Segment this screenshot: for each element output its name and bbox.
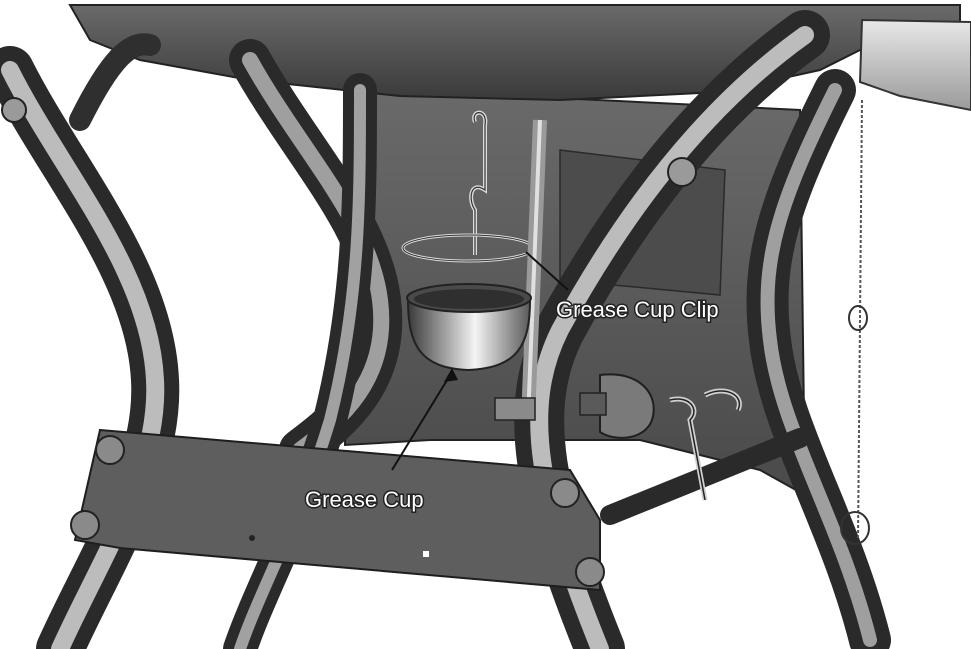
grease-cup [406, 299, 532, 372]
knob-icon [599, 373, 655, 439]
front-cross-plate [73, 428, 601, 592]
bolt-icon [95, 435, 125, 465]
bolt-icon [550, 478, 580, 508]
leg-bolt-icon [1, 97, 27, 123]
label-grease-cup: Grease Cup [305, 487, 424, 512]
bolt-icon [70, 510, 100, 540]
bolt-icon [575, 557, 605, 587]
leg-bolt-icon [667, 157, 697, 187]
label-grease-cup-clip-outline: Grease Cup Clip [556, 297, 719, 322]
chain [857, 99, 863, 541]
knob-stem [579, 392, 607, 416]
chain-ring [840, 511, 870, 545]
side-shelf [858, 18, 971, 112]
plate-rivet [423, 551, 429, 557]
grease-tube-fitting [494, 397, 536, 421]
chain-ring [848, 305, 868, 331]
left-handle-hook [69, 33, 161, 131]
rear-cross-bar [600, 428, 810, 525]
arrowhead-icon [444, 368, 458, 382]
label-grease-cup-clip: Grease Cup Clip [556, 297, 719, 322]
leader-line-grease-cup-clip [525, 251, 569, 291]
plate-hole [249, 535, 255, 541]
label-grease-cup-outline: Grease Cup [305, 487, 424, 512]
leader-line-grease-cup [391, 371, 453, 471]
